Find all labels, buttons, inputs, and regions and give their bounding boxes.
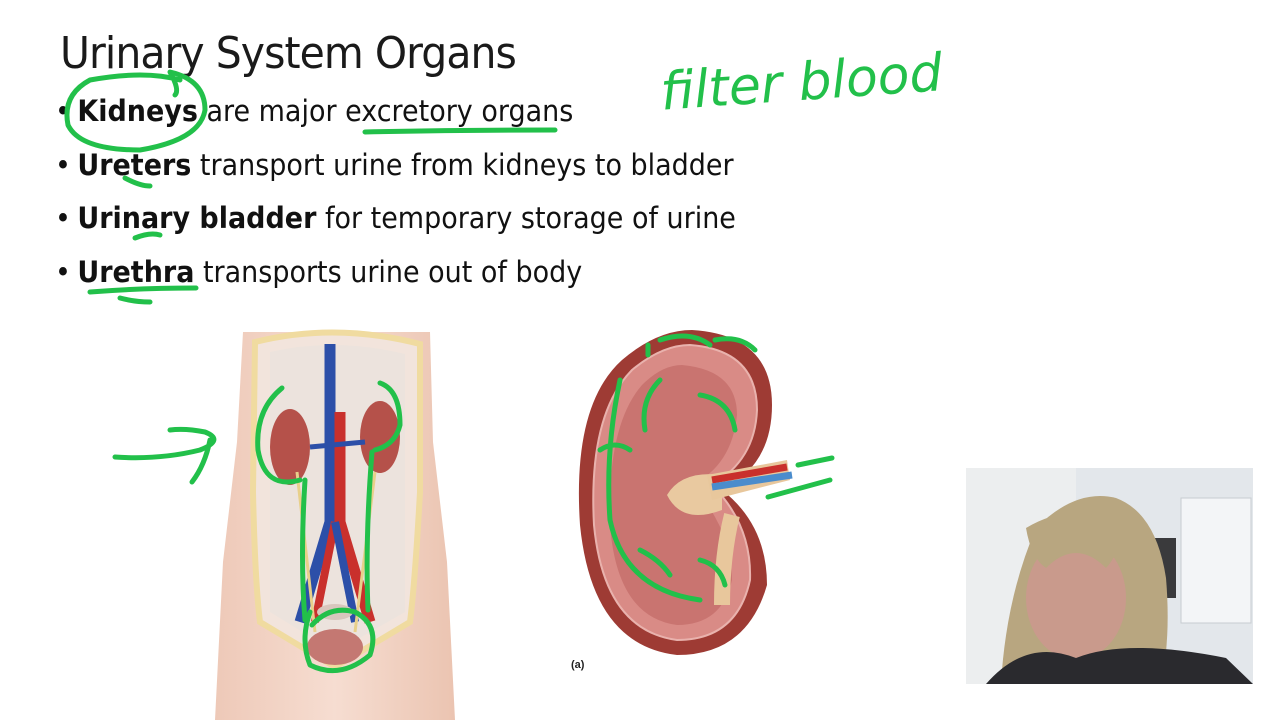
bullet-kidneys: •Kidneys are major excretory organs xyxy=(55,92,736,146)
arrow-ink xyxy=(112,426,217,485)
bullet-term: Urinary bladder xyxy=(77,201,317,235)
bullet-dot: • xyxy=(55,254,71,289)
presenter-webcam xyxy=(966,468,1253,684)
bullet-text: are major excretory organs xyxy=(197,94,574,128)
kidney-section-figure xyxy=(578,330,793,655)
bullet-list: •Kidneys are major excretory organs •Ure… xyxy=(55,92,787,306)
bullet-dot: • xyxy=(55,94,71,128)
slide-title: Urinary System Organs xyxy=(60,28,517,79)
bullet-dot: • xyxy=(55,201,71,235)
bullet-bladder: •Urinary bladder for temporary storage o… xyxy=(55,199,736,253)
figure-caption: (a) xyxy=(571,659,585,671)
bullet-text: transports urine out of body xyxy=(194,254,583,289)
bullet-term: Urethra xyxy=(77,254,195,289)
bullet-term: Kidneys xyxy=(77,94,198,128)
urinary-system-figure xyxy=(215,329,455,720)
bullet-urethra: •Urethra transports urine out of body xyxy=(55,253,736,307)
bullet-text: transport urine from kidneys to bladder xyxy=(191,147,734,182)
bullet-dot: • xyxy=(55,147,71,182)
bullet-term: Ureters xyxy=(77,147,192,182)
webcam-feed xyxy=(966,468,1253,684)
bullet-text: for temporary storage of urine xyxy=(316,201,736,235)
bullet-ureters: •Ureters transport urine from kidneys to… xyxy=(55,146,736,200)
